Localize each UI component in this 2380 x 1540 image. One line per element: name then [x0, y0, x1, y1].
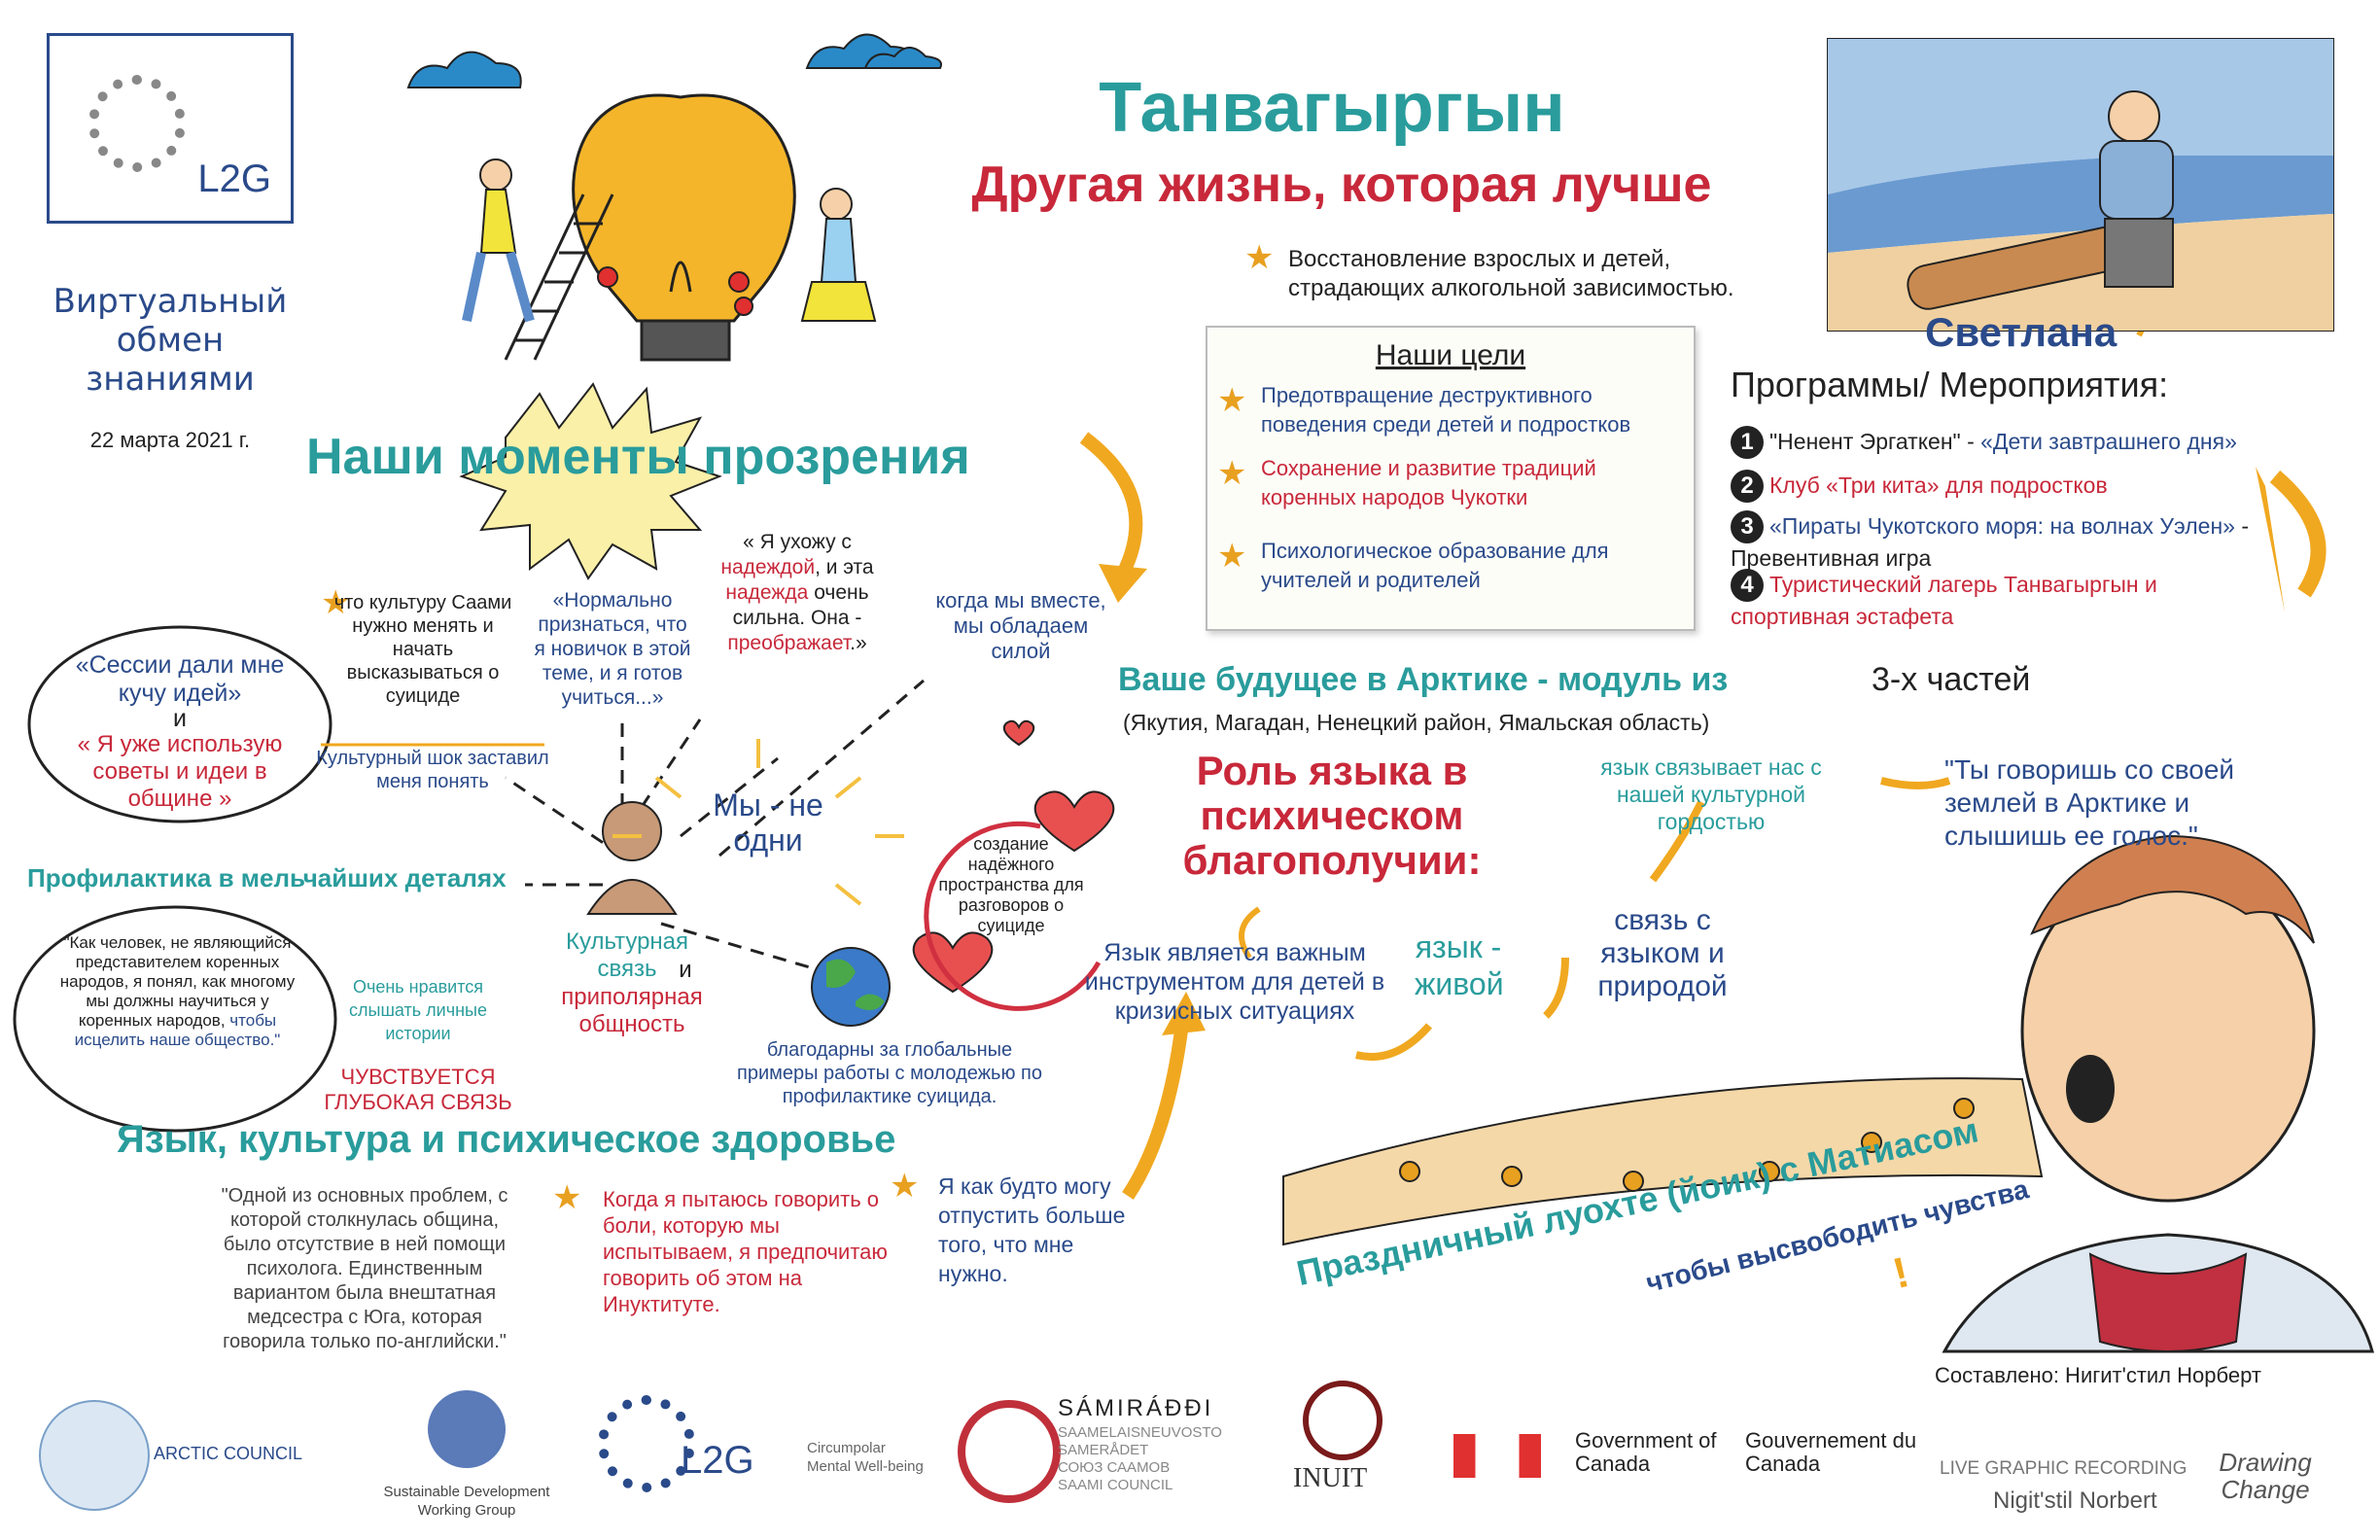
- starburst-shape: [459, 382, 722, 580]
- number-badge: 1: [1731, 426, 1764, 459]
- program-item: 3«Пираты Чукотского моря: на волнах Уэле…: [1731, 510, 2294, 573]
- mission-star-icon: ★: [1244, 239, 1275, 276]
- alive-text: язык - живой: [1415, 929, 1504, 1001]
- programs-title: Программы/ Мероприятия:: [1731, 365, 2169, 404]
- inuit-logo-icon: [1303, 1381, 1382, 1460]
- ladder-illustration: [504, 193, 614, 361]
- sami-line: СОЮЗ СААМОВ: [1058, 1459, 1171, 1476]
- star-icon: ★: [1217, 455, 1247, 492]
- star-icon: ★: [1217, 382, 1247, 419]
- goal-item: ★ Сохранение и развитие традиций коренны…: [1217, 455, 1596, 509]
- culture-shock-text: Культурный шок заставил меня понять: [316, 748, 549, 792]
- sami-line: SAMERÅDET: [1058, 1442, 1149, 1458]
- pride-text: язык связывает нас с нашей культурной го…: [1600, 754, 1822, 834]
- person-right-illustration: [800, 188, 877, 322]
- music-note-icon: [1399, 1098, 1975, 1192]
- live-recording-text: LIVE GRAPHIC RECORDING: [1940, 1458, 2188, 1479]
- cultural-link-1: Культурная связь: [565, 928, 689, 982]
- l2g-footer-text: L2G: [681, 1439, 754, 1482]
- canada-flag-icon: [1453, 1434, 1541, 1478]
- nature-text: связь с языком и природой: [1597, 904, 1728, 1002]
- star-icon: ★: [890, 1168, 920, 1205]
- logo-text: L2G: [197, 158, 271, 200]
- stories-text: Очень нравится слышать личные истории: [349, 977, 487, 1043]
- l2g-footer-mark-icon: [598, 1395, 695, 1492]
- svetlana-name: Светлана: [1925, 309, 2118, 355]
- inuit-text: INUIT: [1293, 1463, 1368, 1493]
- star-icon: ★: [321, 584, 351, 621]
- cultural-link-2: и: [679, 957, 692, 983]
- person-silhouette-icon: [586, 801, 678, 915]
- goal-item: ★ Психологическое образование для учител…: [1217, 538, 1609, 592]
- side-date: 22 марта 2021 г.: [89, 428, 251, 452]
- tool-text: Язык является важным инструментом для де…: [1084, 939, 1385, 1025]
- sami-line: SAAMI COUNCIL: [1058, 1477, 1173, 1493]
- number-badge: 2: [1731, 470, 1764, 503]
- earth-icon: [811, 947, 891, 1027]
- side-title: Виртуальный обмен знаниями: [52, 282, 288, 399]
- language-quote-1: "Одной из основных проблем, с которой ст…: [221, 1185, 508, 1352]
- earth-quote: "Ты говоришь со своей землей в Арктике и…: [1944, 754, 2235, 851]
- sami-title: SÁMIRÁÐÐI: [1058, 1395, 1214, 1421]
- together-text: когда мы вместе, мы обладаем силой: [935, 588, 1106, 663]
- arctic-council-logo: [39, 1400, 150, 1511]
- quote-sessions-and: и: [173, 705, 187, 732]
- lightbulb-illustration: [572, 93, 796, 362]
- insights-title: Наши моменты прозрения: [306, 429, 970, 485]
- l2g-logo: L2G: [47, 33, 294, 224]
- page-title: Танвагыргын: [1099, 69, 1565, 147]
- language-quote-3: Я как будто могу отпустить больше того, …: [938, 1173, 1126, 1286]
- singer-illustration: [1942, 834, 2374, 1353]
- future-regions: (Якутия, Магадан, Ненецкий район, Ямальс…: [1123, 710, 1710, 735]
- safe-space-text: создание надёжного пространства для разг…: [938, 834, 1084, 935]
- goal-item: ★ Предотвращение деструктивного поведени…: [1217, 382, 1631, 437]
- future-parts: 3-х частей: [1872, 661, 2031, 698]
- quote-sessions-2: « Я уже использую советы и идеи в общине…: [77, 731, 283, 812]
- credit-text: Составлено: Нигит'стил Норберт: [1935, 1363, 2261, 1387]
- we-are-not-alone: Мы - не одни: [713, 788, 823, 858]
- sami-council-logo-icon: [958, 1400, 1061, 1503]
- language-title: Язык, культура и психическое здоровье: [117, 1118, 896, 1161]
- goals-note: Наши цели ★ Предотвращение деструктивног…: [1206, 326, 1696, 631]
- sdwg-logo-icon: [428, 1390, 506, 1468]
- number-badge: 3: [1731, 510, 1764, 543]
- program-item: 1"Ненент Эргаткен" - «Дети завтрашнего д…: [1731, 426, 2353, 459]
- l2g-footer-sub: Circumpolar Mental Well-being: [807, 1440, 924, 1475]
- prevention-text: Профилактика в мельчайших деталях: [27, 863, 507, 892]
- as-person-quote: "Как человек, не являющийся представител…: [59, 933, 296, 1049]
- sdwg-text: Sustainable Development Working Group: [383, 1484, 550, 1519]
- grateful-text: благодарны за глобальные примеры работы …: [737, 1039, 1042, 1107]
- normal-quote: «Нормально признаться, что я новичок в э…: [534, 589, 691, 709]
- heart-icon: [912, 719, 1115, 994]
- future-title: Ваше будущее в Арктике - модуль из: [1118, 661, 1729, 698]
- language-quote-2: Когда я пытаюсь говорить о боли, которую…: [603, 1187, 888, 1316]
- person-left-illustration: [462, 158, 535, 323]
- sami-line: SAAMELAISNEUVOSTO: [1058, 1424, 1222, 1441]
- star-icon: ★: [1217, 538, 1247, 575]
- deep-link-text: ЧУВСТВУЕТСЯ ГЛУБОКАЯ СВЯЗЬ: [324, 1065, 512, 1114]
- role-title: Роль языка в психическом благополучии:: [1182, 748, 1482, 883]
- gov-en-text: Government of Canada: [1575, 1428, 1717, 1476]
- saami-culture-text: что культуру Саами нужно менять и начать…: [333, 592, 512, 707]
- page-subtitle: Другая жизнь, которая лучше: [971, 157, 1712, 213]
- cloud-icon: [406, 33, 942, 88]
- star-icon: ★: [552, 1179, 582, 1216]
- l2g-mark-icon: [88, 75, 186, 172]
- mission-text: Восстановление взрослых и детей, страдаю…: [1288, 246, 1734, 301]
- sea-scene-illustration: [1827, 38, 2334, 332]
- gov-fr-text: Gouvernement du Canada: [1745, 1428, 1917, 1476]
- cultural-link-3: приполярная общность: [561, 984, 703, 1037]
- drawing-change-logo: Drawing Change: [2219, 1448, 2312, 1504]
- flower-icon: [597, 266, 753, 316]
- arctic-council-text: ARCTIC COUNCIL: [154, 1444, 303, 1463]
- quote-sessions-1: «Сессии дали мне кучу идей»: [75, 651, 285, 707]
- hope-quote: « Я ухожу с надеждой, и эта надежда очен…: [720, 531, 874, 654]
- goals-title: Наши цели: [1375, 339, 1526, 371]
- number-badge: 4: [1731, 569, 1764, 602]
- artist-text: Nigit'stil Norbert: [1993, 1488, 2157, 1514]
